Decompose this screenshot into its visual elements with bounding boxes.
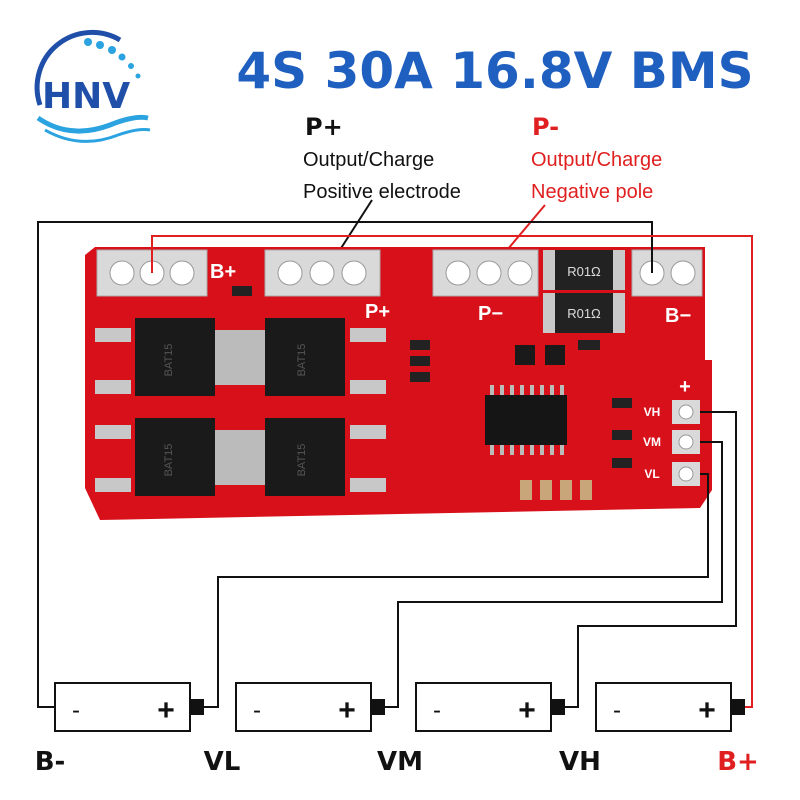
wire-vm xyxy=(375,441,723,708)
wire-vl xyxy=(195,473,709,708)
wire-vh xyxy=(555,411,737,708)
pad-label-vh: VH xyxy=(644,405,661,419)
p-minus-line1: Output/Charge xyxy=(531,149,662,171)
battery-cell-4: - + xyxy=(595,682,745,732)
pad-label-vl: VL xyxy=(644,467,659,481)
battery-cells: - + - + - + - + xyxy=(54,682,745,732)
resistor-text-1: R01Ω xyxy=(567,264,601,279)
label-vh: VH xyxy=(559,747,601,777)
logo-dots xyxy=(84,38,141,79)
terminal-b-plus: B+ xyxy=(96,249,236,297)
p-plus-line2: Positive electrode xyxy=(303,181,461,203)
pad-label-plus: + xyxy=(679,376,691,398)
p-minus-title: P- xyxy=(532,113,559,141)
terminal-p-plus: P+ xyxy=(264,249,390,323)
page-title: 4S 30A 16.8V BMS xyxy=(236,42,753,100)
resistor-text-2: R01Ω xyxy=(567,306,601,321)
mosfet-1: BAT15 xyxy=(135,318,240,396)
shunt-resistor-2: R01Ω xyxy=(543,293,625,333)
logo-arc xyxy=(34,29,122,106)
logo-wave-1 xyxy=(36,114,149,134)
p-minus-label: P- Output/Charge Negative pole xyxy=(531,113,662,203)
shunt-resistor-1: R01Ω xyxy=(543,250,625,290)
terminal-p-minus: P− xyxy=(432,249,539,325)
wiring xyxy=(37,221,753,708)
label-vl: VL xyxy=(204,747,241,777)
battery-cell-3: - + xyxy=(415,682,565,732)
smd-components xyxy=(232,286,632,500)
pcb-board: B+ P+ P− B− R01Ω R01Ω xyxy=(85,247,712,520)
cell-2-minus: - xyxy=(253,697,261,724)
pad-label-vm: VM xyxy=(643,435,661,449)
mosfet-text-2: BAT15 xyxy=(296,344,308,377)
battery-cell-1: - + xyxy=(54,682,204,732)
logo-wave-2 xyxy=(44,128,151,143)
mosfet-text-4: BAT15 xyxy=(296,444,308,477)
bottom-labels: B- VL VM VH B+ xyxy=(35,747,759,777)
mosfet-text-3: BAT15 xyxy=(163,444,175,477)
balance-pads xyxy=(672,400,700,486)
mosfet-text-1: BAT15 xyxy=(163,344,175,377)
label-b-plus: B+ xyxy=(717,747,759,777)
wire-b-plus xyxy=(151,235,753,708)
p-plus-title: P+ xyxy=(305,113,343,141)
control-ic xyxy=(485,385,567,455)
p-plus-line1: Output/Charge xyxy=(303,149,434,171)
battery-cell-2: - + xyxy=(235,682,385,732)
cell-1-minus: - xyxy=(72,697,80,724)
cell-4-plus: + xyxy=(698,694,716,727)
cell-3-minus: - xyxy=(433,697,441,724)
logo-text: HNV xyxy=(42,76,130,117)
pad-label-p-minus: P− xyxy=(478,303,503,325)
mosfet-pins xyxy=(95,328,386,492)
cell-4-minus: - xyxy=(613,697,621,724)
terminal-b-minus: B− xyxy=(631,249,703,327)
p-plus-label: P+ Output/Charge Positive electrode xyxy=(303,113,461,203)
mosfet-3: BAT15 xyxy=(135,418,240,496)
mosfet-4: BAT15 xyxy=(240,418,345,496)
pad-label-b-plus: B+ xyxy=(210,261,236,283)
p-minus-line2: Negative pole xyxy=(531,181,653,203)
label-vm: VM xyxy=(377,747,423,777)
cell-1-plus: + xyxy=(157,694,175,727)
mosfet-2: BAT15 xyxy=(240,318,345,396)
cell-2-plus: + xyxy=(338,694,356,727)
pad-label-b-minus: B− xyxy=(665,305,691,327)
pad-label-p-plus: P+ xyxy=(365,301,390,323)
label-b-minus: B- xyxy=(35,747,66,777)
hnv-logo: HNV xyxy=(34,29,151,143)
cell-3-plus: + xyxy=(518,694,536,727)
wire-b-minus xyxy=(37,221,653,708)
